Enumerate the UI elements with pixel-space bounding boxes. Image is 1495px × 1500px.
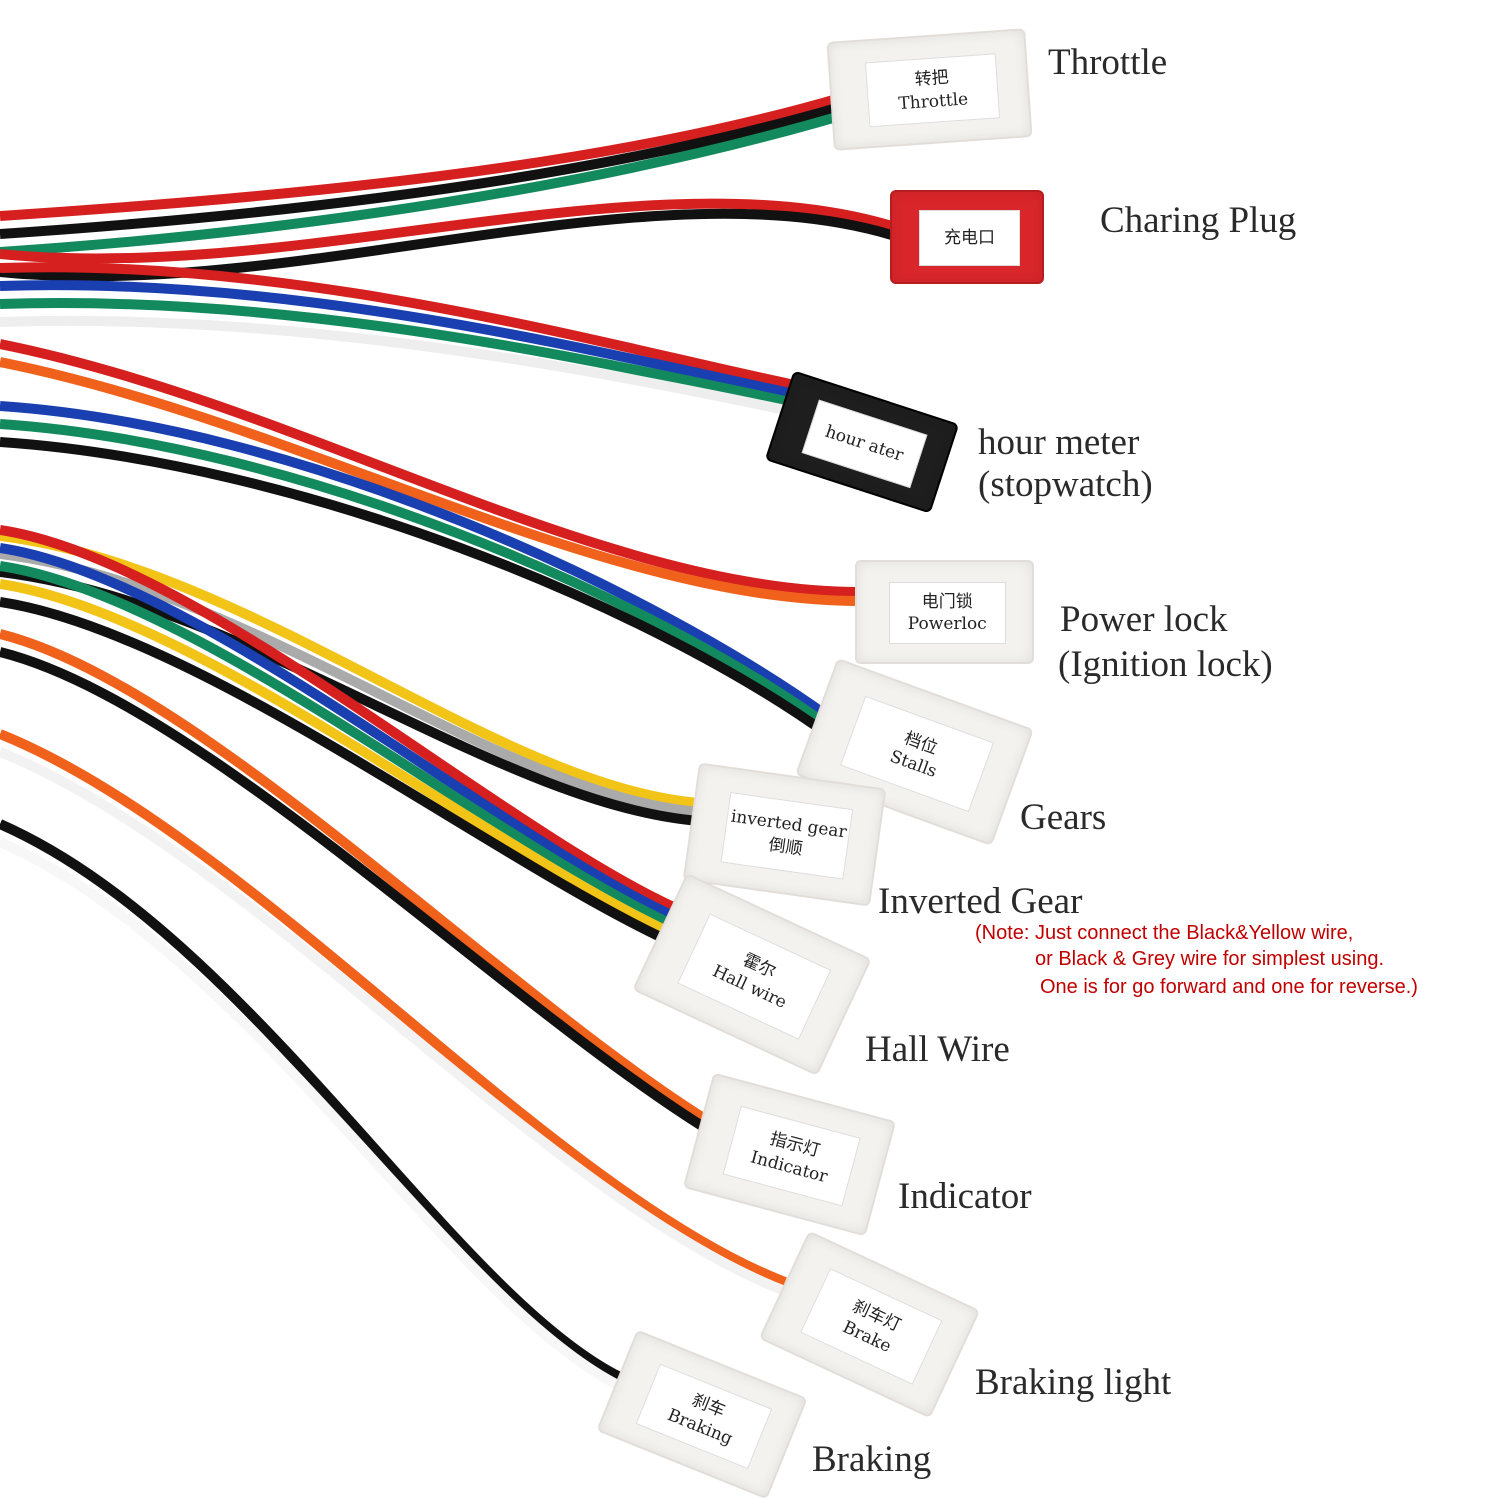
wire-gears [0, 401, 833, 723]
wire-charging-plug [0, 198, 897, 264]
connector-tag-text: 转把 [914, 68, 950, 91]
wire-power-lock [0, 339, 861, 597]
label-power-lock-sub: (Ignition lock) [1058, 644, 1273, 685]
label-power-lock: Power lock [1060, 599, 1228, 640]
connector-charging-plug: 充电口 [890, 190, 1044, 284]
wire-hall-wire [0, 597, 683, 951]
wire-hall-wire [0, 561, 683, 933]
label-hour-meter-sub: (stopwatch) [978, 464, 1153, 505]
label-throttle: Throttle [1048, 42, 1168, 83]
wire-power-lock [0, 357, 861, 606]
connector-tag-text: 倒顺 [767, 834, 804, 860]
connector-tag: hour ater [801, 399, 928, 489]
wire-brake-light [0, 729, 787, 1287]
note-line-3: One is for go forward and one for revers… [1040, 976, 1418, 998]
label-charging-plug: Charing Plug [1100, 200, 1297, 241]
label-braking-light: Braking light [975, 1362, 1172, 1403]
connector-tag-text: hour ater [822, 421, 906, 466]
label-braking: Braking [812, 1439, 932, 1480]
label-indicator: Indicator [898, 1176, 1032, 1217]
wire-gears [0, 419, 833, 732]
connector-tag: 充电口 [919, 210, 1020, 266]
wire-throttle [0, 111, 842, 257]
connector-tag-text: Throttle [897, 88, 969, 114]
wire-indicator [0, 629, 713, 1127]
label-hall-wire: Hall Wire [865, 1029, 1010, 1070]
wire-hour-meter [0, 315, 792, 416]
note-line-1: (Note: Just connect the Black&Yellow wir… [975, 922, 1354, 944]
wire-hour-meter [0, 280, 792, 398]
wire-hour-meter [0, 298, 792, 407]
wire-hall-wire [0, 543, 683, 924]
wire-indicator [0, 647, 713, 1136]
wire-charging-plug [0, 208, 897, 282]
label-inverted-gear: Inverted Gear [878, 881, 1083, 922]
wire-throttle [0, 102, 842, 239]
connector-tag-text: 充电口 [944, 227, 995, 248]
connector-tag-text: 电门锁 [921, 591, 973, 612]
wire-braking [0, 819, 623, 1382]
note-line-2: or Black & Grey wire for simplest using. [1035, 948, 1384, 970]
wire-hall-wire [0, 525, 683, 915]
wire-hall-wire [0, 579, 683, 942]
wire-brake-light [0, 747, 787, 1296]
wire-braking [0, 837, 623, 1391]
label-hour-meter: hour meter [978, 422, 1140, 463]
wire-gears [0, 437, 833, 741]
connector-tag-text: Powerloc [907, 614, 987, 634]
label-gears: Gears [1020, 797, 1107, 838]
wire-hour-meter [0, 262, 792, 389]
wire-throttle [0, 93, 842, 221]
